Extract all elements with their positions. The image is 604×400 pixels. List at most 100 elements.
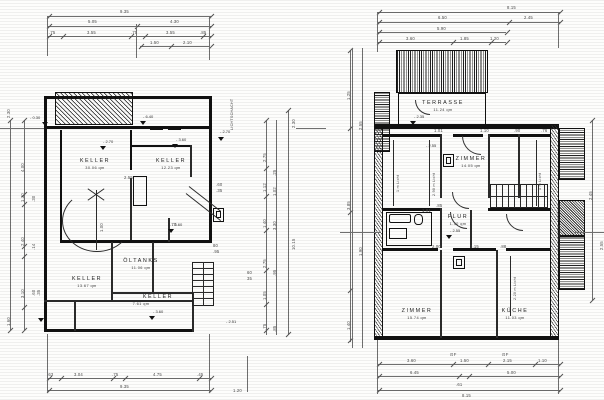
dim-bottom-r1: 3.60 [407, 358, 416, 363]
dim-bottom-5: .45 [197, 372, 204, 377]
vault-dim: 1.00 [99, 223, 104, 232]
dim-inline-h: 2.55 [124, 175, 133, 180]
section-marker-left: ⊡F [450, 352, 457, 357]
interior-wall-v1 [440, 134, 442, 198]
dim-bottom-r3: 2.15 [503, 358, 512, 363]
level-triangle [149, 316, 155, 320]
sink-icon [389, 228, 407, 239]
room-area: 12.23 qm [161, 165, 181, 170]
chimney-box-1 [443, 154, 454, 167]
level-marker-l2: - 2.70 [103, 139, 113, 144]
dim-inline-r8: 1.01 [422, 208, 431, 213]
dim-extension [136, 24, 137, 58]
dim-extension [558, 12, 559, 48]
dim-right-2: 2.75 [262, 153, 267, 162]
hatched-block [55, 92, 133, 125]
dim-top-c: 5.90 [437, 26, 446, 31]
dim-left-r3: 3.85 [346, 201, 351, 210]
dim-top-g: .85 [200, 30, 207, 35]
dim-left-7: 3.10 [20, 289, 25, 298]
dim-line-top-4 [378, 42, 506, 43]
dim-bottom-extra: 1.20 [233, 388, 242, 393]
interior-wall-lower-b [453, 248, 496, 251]
interior-wall-a [60, 130, 62, 242]
room-area: 11.24 qm [433, 107, 453, 112]
interior-wall-top-c [490, 134, 550, 137]
level-triangle [172, 144, 178, 148]
dim-tick [285, 331, 292, 338]
dim-line-top-3 [378, 32, 506, 33]
dim-extension-bottom [247, 356, 248, 392]
dim-top-a: 6.50 [438, 15, 447, 20]
chimney-box-2 [453, 256, 465, 269]
dim-tick [7, 327, 14, 334]
room-area: 7.61 qm [132, 301, 150, 306]
dim-left-10: 1.60 [6, 317, 11, 326]
licht-ref-line-3 [536, 140, 537, 206]
interior-wall-lower-c [506, 248, 550, 251]
dim-left-6: .14 [31, 243, 36, 250]
dim-inline-f: 60 [247, 270, 253, 275]
dachboden-strip-mid [559, 200, 585, 236]
dim-right-9: 1.05 [262, 291, 267, 300]
room-label: FLUR [447, 214, 469, 220]
dim-bottom-r2: 1.50 [460, 358, 469, 363]
terrace-roof-hatch [396, 50, 488, 93]
room-label: KELLER [142, 294, 174, 300]
room-area: 15.74 qm [407, 315, 427, 320]
room-area: 1.30 qm [449, 221, 467, 226]
dim-bottom-3: .75 [112, 372, 119, 377]
level-marker-l8: - 2.51 [226, 319, 236, 324]
level-value: - 6.40 [143, 114, 154, 119]
interior-wall-m [74, 300, 76, 331]
dim-line-top-1 [48, 16, 211, 17]
dim-right-4: 1.40 [262, 219, 267, 228]
dim-top-e: 1.85 [460, 36, 469, 41]
exterior-wall-bottom [44, 329, 192, 332]
dim-top-e: .75 [131, 30, 138, 35]
dim-extension [47, 16, 48, 56]
window-opening-1 [150, 126, 163, 130]
exterior-wall-left [44, 96, 47, 332]
dim-line-right-c [288, 110, 289, 335]
dim-top-a: 5.05 [88, 19, 97, 24]
level-marker-l3: - 6.40 [143, 114, 153, 119]
room-flur: FLUR 1.30 qm [438, 214, 478, 226]
level-triangle [446, 235, 452, 239]
left-floor-plan: 9.35 5.05 4.30 .75 3.55 .75 3.55 .85 1.5… [6, 9, 296, 394]
interior-wall-n [192, 292, 194, 332]
level-triangle [38, 318, 44, 322]
dim-top-f: 3.55 [166, 30, 175, 35]
level-value: - 2.70 [103, 139, 114, 144]
dim-inline-d: 80 [213, 243, 219, 248]
exterior-wall-top [374, 124, 559, 129]
dim-top-d: 3.55 [87, 30, 96, 35]
dim-bottom-1: .63 [47, 372, 54, 377]
stair-direction-line [203, 262, 204, 306]
window-opening-2 [168, 126, 181, 130]
dim-inline-c: .70 [170, 222, 177, 227]
interior-wall-v4 [440, 208, 442, 248]
dim-right-r1: 2.45 [588, 191, 593, 200]
dim-line-top-2 [378, 22, 560, 23]
interior-wall-v3 [518, 134, 520, 198]
room-zimmer-1: ZIMMER 14.05 qm [440, 156, 502, 168]
dachboden-pfeiler-note: DACHBODEN - PFEILER [557, 203, 561, 250]
dim-right-13: 10.15 [291, 238, 296, 250]
level-value: - 3.60 [153, 309, 164, 314]
room-label: KÜCHE [501, 308, 529, 314]
dim-inline-e: .95 [213, 249, 220, 254]
bathroom-fixture-group [386, 212, 432, 246]
level-marker-l1: - 0.30 [30, 115, 40, 120]
level-triangle [218, 137, 224, 141]
dim-bottom-total-r: 8.15 [462, 393, 471, 398]
room-label: TERRASSE [422, 100, 464, 106]
level-triangle [42, 122, 48, 126]
dim-line-bottom-r1 [378, 364, 560, 365]
dim-left-1: 2.30 [6, 109, 11, 118]
section-line-right-a [296, 128, 326, 129]
dim-right-6: 1.02 [272, 187, 277, 196]
dim-inline-r1: 1.01 [434, 128, 443, 133]
room-label: KELLER [71, 276, 103, 282]
